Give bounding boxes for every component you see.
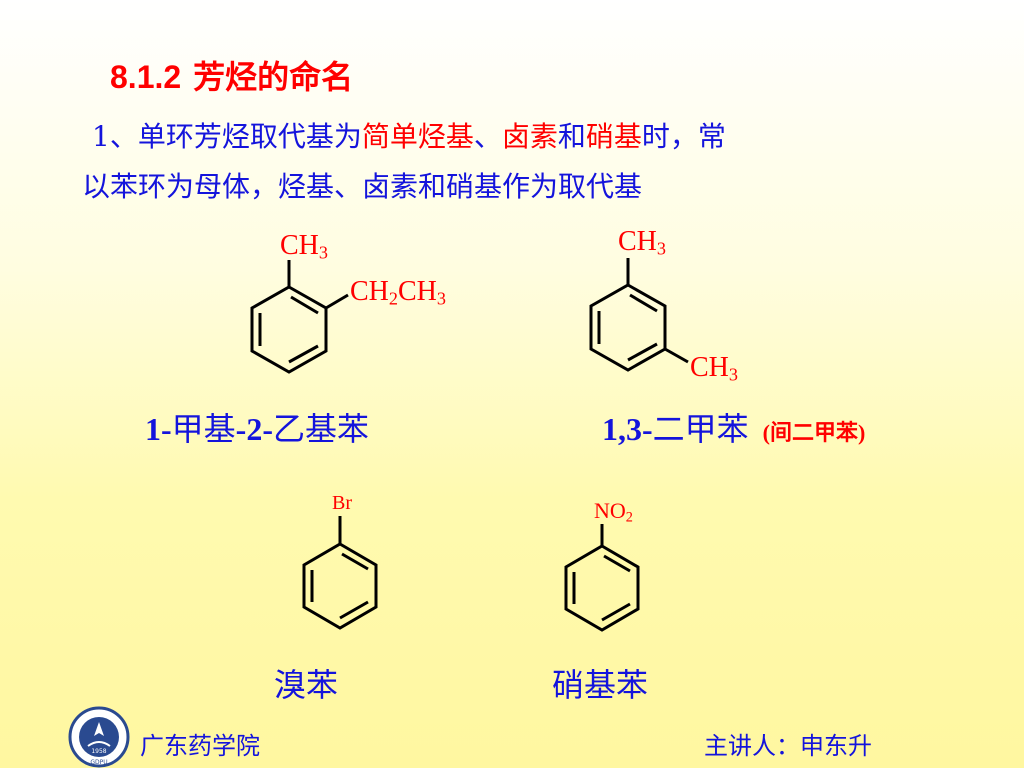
section-number: 8.1.2 xyxy=(110,59,182,95)
benzene-ring xyxy=(564,544,640,632)
svg-text:GDPU: GDPU xyxy=(90,759,107,766)
name-1-3-dimethylbenzene: 1,3-二甲苯(间二甲苯) xyxy=(602,411,866,447)
intro-paragraph: 1、单环芳烃取代基为简单烃基、卤素和硝基时，常 以苯环为母体，烃基、卤素和硝基作… xyxy=(82,112,882,212)
bond-ethyl xyxy=(325,293,349,310)
university-logo: 1958 GDPU xyxy=(68,706,130,768)
methyl-label-3: CH3 xyxy=(690,352,738,385)
institution-name: 广东药学院 xyxy=(140,732,260,760)
highlight-nitro: 硝基 xyxy=(585,120,642,153)
paragraph-line-2: 以苯环为母体，烃基、卤素和硝基作为取代基 xyxy=(82,170,643,203)
alt-name-m-xylene: (间二甲苯) xyxy=(762,420,866,445)
benzene-ring xyxy=(589,283,667,372)
methyl-label-1: CH3 xyxy=(618,226,666,259)
methyl-label: CH3 xyxy=(280,230,328,263)
structure-nitrobenzene xyxy=(564,524,640,632)
highlight-halogen: 卤素 xyxy=(501,120,558,153)
benzene-ring xyxy=(302,542,378,630)
lecturer-name: 主讲人：申东升 xyxy=(704,732,872,760)
section-title: 芳烃的命名 xyxy=(193,59,354,95)
highlight-alkyl: 简单烃基 xyxy=(361,120,474,153)
structure-1-methyl-2-ethylbenzene xyxy=(250,260,349,374)
benzene-ring xyxy=(250,285,328,374)
ethyl-label: CH2CH3 xyxy=(350,276,446,309)
name-1-methyl-2-ethylbenzene: 1-甲基-2-乙基苯 xyxy=(145,411,369,447)
structure-1-3-dimethylbenzene xyxy=(589,258,689,372)
page-title: 8.1.2 芳烃的命名 xyxy=(110,52,353,98)
structure-bromobenzene xyxy=(302,516,378,630)
nitro-label: NO2 xyxy=(594,498,633,526)
name-bromobenzene: 溴苯 xyxy=(274,667,339,703)
paragraph-line-1: 1、单环芳烃取代基为简单烃基、卤素和硝基时，常 xyxy=(92,120,726,153)
bond-methyl-3 xyxy=(664,347,689,364)
bromine-label: Br xyxy=(332,492,352,514)
svg-text:1958: 1958 xyxy=(91,748,106,755)
name-nitrobenzene: 硝基苯 xyxy=(552,667,649,703)
